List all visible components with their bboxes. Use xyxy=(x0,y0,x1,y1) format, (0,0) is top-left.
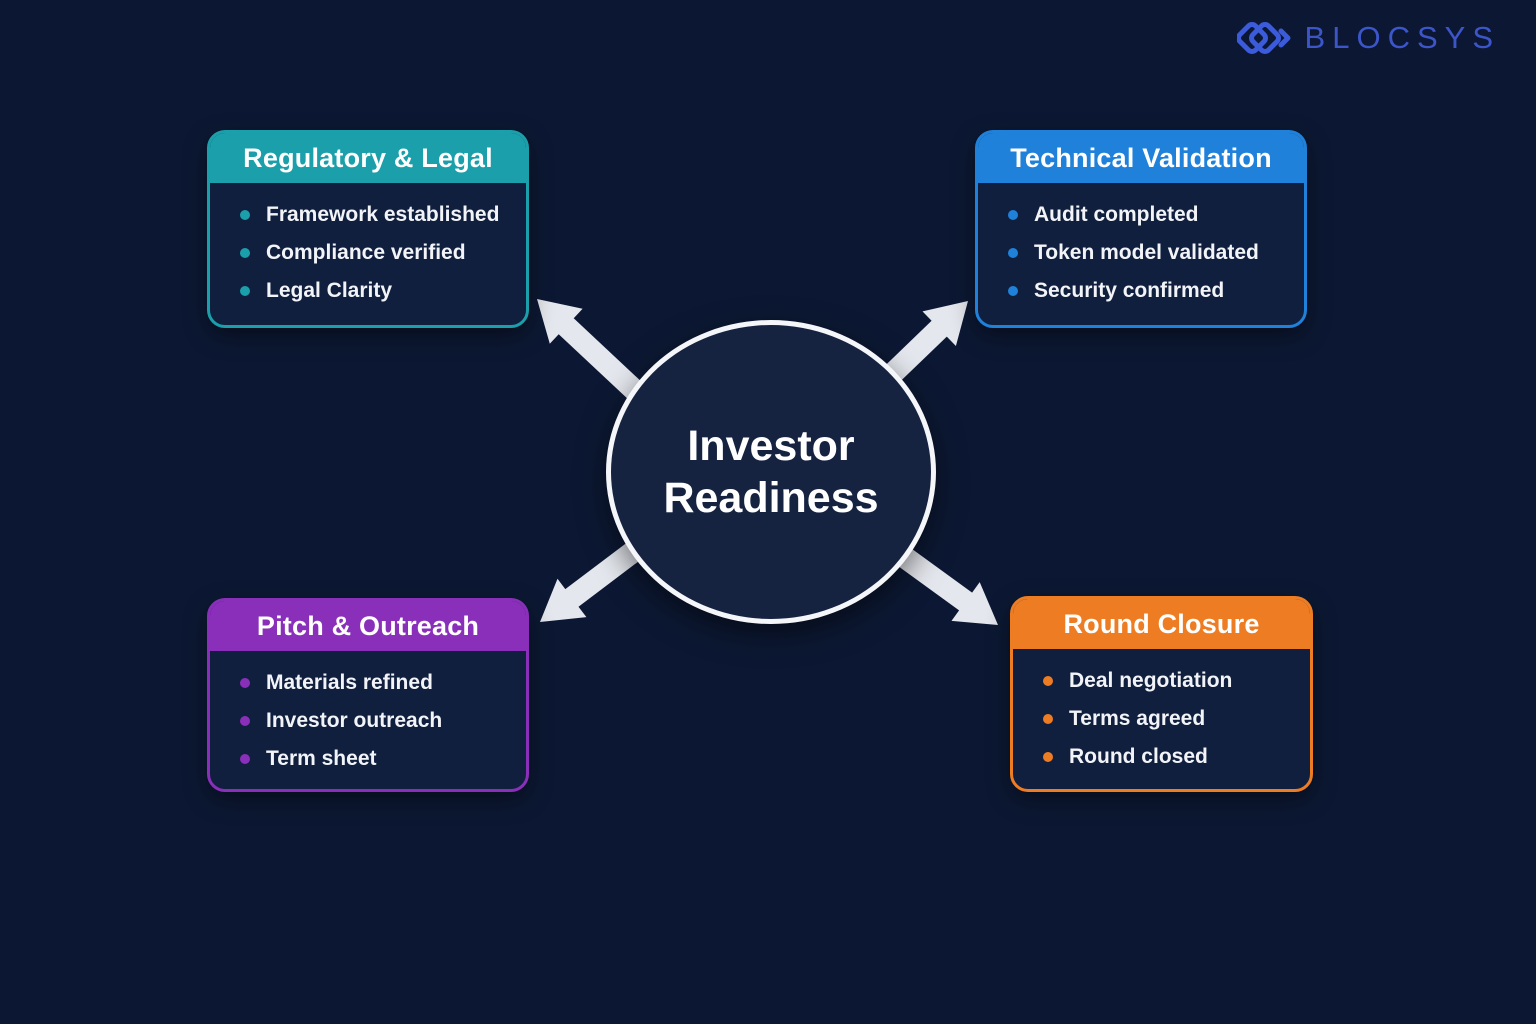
box-technical-validation-title: Technical Validation xyxy=(978,133,1304,183)
bullet-dot xyxy=(240,210,250,220)
blocsys-logo: BLOCSYS xyxy=(1236,14,1500,62)
list-item: Audit completed xyxy=(1008,203,1284,227)
bullet-dot xyxy=(1043,714,1053,724)
bullet-dot xyxy=(1008,248,1018,258)
box-round-closure-list: Deal negotiation Terms agreed Round clos… xyxy=(1013,649,1310,785)
list-item-label: Legal Clarity xyxy=(266,279,393,302)
list-item: Round closed xyxy=(1043,745,1290,769)
center-title-line1: Investor xyxy=(687,421,855,470)
list-item-label: Term sheet xyxy=(266,747,377,770)
box-pitch-outreach-list: Materials refined Investor outreach Term… xyxy=(210,651,526,787)
bullet-dot xyxy=(240,754,250,764)
list-item: Legal Clarity xyxy=(240,279,506,303)
list-item: Security confirmed xyxy=(1008,279,1284,303)
list-item-label: Audit completed xyxy=(1034,203,1199,226)
list-item: Deal negotiation xyxy=(1043,669,1290,693)
box-technical-validation-list: Audit completed Token model validated Se… xyxy=(978,183,1304,319)
list-item-label: Round closed xyxy=(1069,745,1208,768)
box-pitch-outreach: Pitch & Outreach Materials refined Inves… xyxy=(207,598,529,792)
bullet-dot xyxy=(240,286,250,296)
box-pitch-outreach-title: Pitch & Outreach xyxy=(210,601,526,651)
list-item: Materials refined xyxy=(240,671,506,695)
bullet-dot xyxy=(240,248,250,258)
box-round-closure-title: Round Closure xyxy=(1013,599,1310,649)
list-item: Framework established xyxy=(240,203,506,227)
list-item-label: Compliance verified xyxy=(266,241,466,264)
list-item: Token model validated xyxy=(1008,241,1284,265)
bullet-dot xyxy=(240,678,250,688)
box-regulatory-legal-list: Framework established Compliance verifie… xyxy=(210,183,526,319)
bullet-dot xyxy=(1008,286,1018,296)
box-round-closure: Round Closure Deal negotiation Terms agr… xyxy=(1010,596,1313,792)
list-item: Term sheet xyxy=(240,747,506,771)
list-item-label: Token model validated xyxy=(1034,241,1259,264)
bullet-dot xyxy=(1043,676,1053,686)
center-node-investor-readiness: Investor Readiness xyxy=(606,320,936,624)
center-title-line2: Readiness xyxy=(663,474,879,522)
list-item-label: Terms agreed xyxy=(1069,707,1206,730)
bullet-dot xyxy=(240,716,250,726)
bullet-dot xyxy=(1043,752,1053,762)
list-item: Investor outreach xyxy=(240,709,506,733)
list-item-label: Security confirmed xyxy=(1034,279,1225,302)
box-technical-validation: Technical Validation Audit completed Tok… xyxy=(975,130,1307,328)
list-item: Compliance verified xyxy=(240,241,506,265)
list-item-label: Framework established xyxy=(266,203,500,226)
list-item-label: Deal negotiation xyxy=(1069,669,1233,692)
bullet-dot xyxy=(1008,210,1018,220)
blocsys-logo-icon xyxy=(1236,14,1295,62)
list-item: Terms agreed xyxy=(1043,707,1290,731)
list-item-label: Materials refined xyxy=(266,671,433,694)
box-regulatory-legal-title: Regulatory & Legal xyxy=(210,133,526,183)
blocsys-logo-wordmark: BLOCSYS xyxy=(1304,20,1500,55)
box-regulatory-legal: Regulatory & Legal Framework established… xyxy=(207,130,529,328)
list-item-label: Investor outreach xyxy=(266,709,443,732)
